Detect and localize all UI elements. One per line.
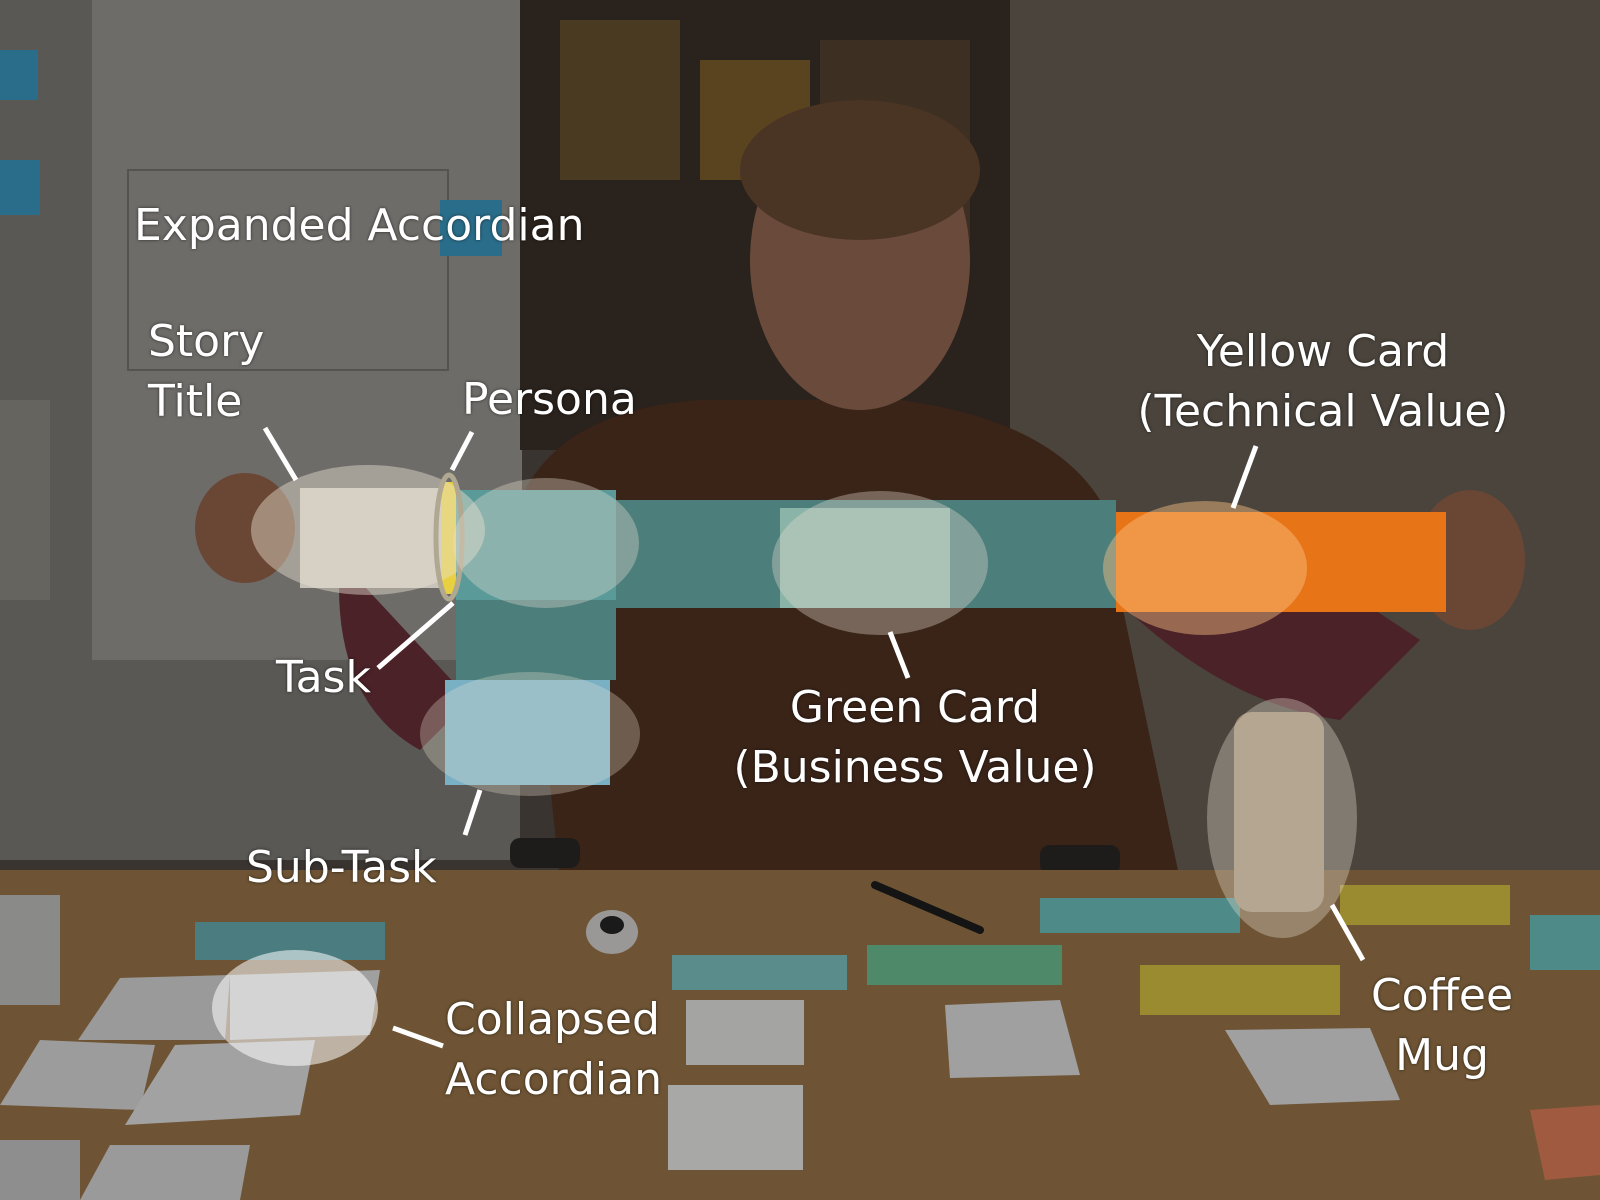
table-card-white	[945, 1000, 1080, 1078]
green-card-line: Green Card	[789, 682, 1041, 733]
table-card-white	[78, 975, 230, 1040]
coffee-mug-label: Coffee Mug	[1352, 966, 1532, 1086]
coffee-mug-line: Coffee	[1370, 970, 1514, 1021]
yellow-card-line: (Technical Value)	[1137, 386, 1509, 437]
table-card-white	[0, 1040, 155, 1110]
task-label: Task	[276, 652, 371, 703]
sub-task-label: Sub-Task	[246, 842, 437, 893]
table-card-yellow	[1340, 885, 1510, 925]
table-card-yellow	[1140, 965, 1340, 1015]
sub-task-highlight	[420, 672, 640, 796]
sticky-note-blue	[0, 160, 40, 215]
table-card-white	[0, 1140, 80, 1200]
collapsed-accordian-line: Accordian	[445, 1054, 662, 1105]
story-title-label: Story Title	[148, 312, 264, 432]
story-title-line: Title	[148, 376, 243, 427]
table-card-teal	[672, 955, 847, 990]
chair	[1040, 845, 1120, 875]
table-card-red	[1530, 1105, 1600, 1180]
sub-task-card	[445, 680, 610, 785]
task-highlight	[453, 478, 639, 608]
story-title-pointer	[262, 426, 299, 482]
green-card-pointer	[887, 631, 911, 679]
coffee-mug-pointer	[1329, 903, 1366, 962]
persona-tab	[442, 482, 456, 594]
left-arm	[339, 560, 470, 750]
coffee-mug	[1234, 712, 1324, 912]
person-hair	[740, 100, 980, 240]
table-card-teal	[1530, 915, 1600, 970]
table-card-white	[668, 1085, 803, 1170]
yellow-card	[1116, 512, 1446, 612]
yellow-card-label: Yellow Card (Technical Value)	[1100, 322, 1546, 442]
collapsed-accordian-label: Collapsed Accordian	[445, 990, 662, 1110]
coffee-mug-line: Mug	[1395, 1030, 1489, 1081]
yellow-card-pointer	[1230, 445, 1259, 509]
persona-pointer	[449, 430, 475, 472]
story-title-card	[300, 488, 450, 588]
collapsed-accordian-highlight	[212, 950, 378, 1066]
tape-roll-hole	[600, 916, 624, 934]
collapsed-accordian-line: Collapsed	[445, 994, 660, 1045]
left-hand	[195, 473, 295, 583]
chair	[510, 838, 580, 868]
marker-pen	[871, 881, 984, 934]
sub-task-pointer	[462, 789, 483, 836]
table-card-green	[867, 945, 1062, 985]
table-card-teal	[1040, 898, 1240, 933]
yellow-card-line: Yellow Card	[1196, 326, 1450, 377]
yellow-card-highlight	[1103, 501, 1307, 635]
coffee-mug-highlight	[1207, 698, 1357, 938]
story-title-line: Story	[148, 316, 265, 367]
painting-detail	[560, 20, 680, 180]
story-title-highlight	[251, 465, 485, 595]
task-pointer	[376, 601, 455, 670]
green-card-highlight	[772, 491, 988, 635]
poster-table	[127, 169, 449, 371]
sticky-note-blue	[0, 50, 38, 100]
task-card	[456, 490, 616, 602]
table-card-white	[1225, 1028, 1400, 1105]
table-card-white	[80, 1145, 250, 1200]
table-card-white	[686, 1000, 804, 1065]
table-papers	[0, 895, 60, 1005]
green-card-line: (Business Value)	[733, 742, 1097, 793]
green-card	[780, 508, 950, 608]
persona-label: Persona	[462, 374, 637, 425]
green-card-label: Green Card (Business Value)	[705, 678, 1125, 798]
sticky-note-blue	[440, 200, 502, 256]
expanded-accordian-label: Expanded Accordian	[134, 200, 585, 251]
sub-task-strip	[456, 600, 616, 680]
small-sheet	[0, 400, 50, 600]
persona-highlight	[433, 472, 465, 602]
collapsed-accordian-pointer	[392, 1025, 444, 1049]
